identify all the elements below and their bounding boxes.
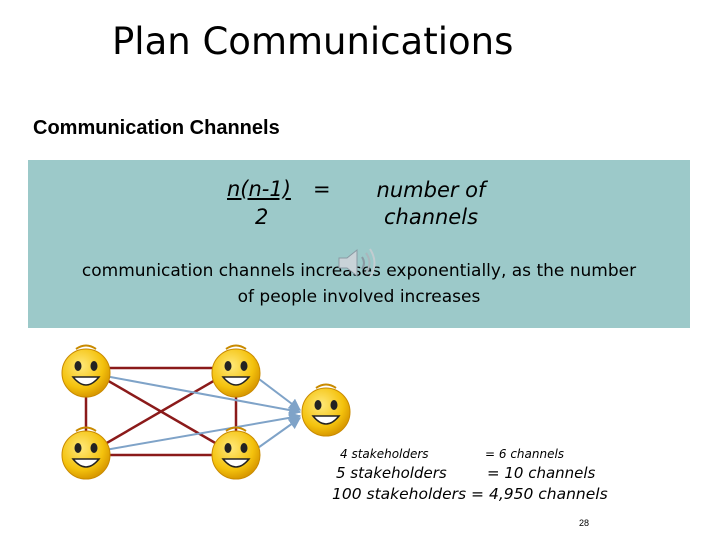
example-6-channels: = 6 channels (485, 447, 565, 461)
note-line1: communication channels increases exponen… (81, 261, 637, 281)
slide-title: Plan Communications (112, 20, 514, 63)
formula-numerator: n(n-1) (227, 177, 291, 201)
smiley-icon (301, 383, 351, 437)
example-100-stakeholders: 100 stakeholders = 4,950 channels (332, 485, 608, 503)
formula-result-line2: channels (383, 205, 479, 229)
formula-result: number of channels (361, 177, 501, 231)
smiley-icon (211, 344, 261, 398)
new-connection-lines (104, 375, 302, 451)
formula-equals: = (313, 177, 331, 201)
example-4-stakeholders: 4 stakeholders (340, 447, 429, 461)
page-number: 28 (579, 518, 590, 528)
note-line2: of people involved increases (237, 287, 481, 307)
example-10-channels: = 10 channels (487, 464, 596, 482)
smiley-icon (211, 426, 261, 480)
formula-result-line1: number of (376, 178, 486, 202)
explanation-note: communication channels increases exponen… (28, 258, 690, 310)
speaker-icon[interactable] (337, 245, 379, 281)
formula-denominator: 2 (255, 205, 269, 229)
smiley-icon (61, 426, 111, 480)
example-5-stakeholders: 5 stakeholders (336, 464, 447, 482)
smiley-icon (61, 344, 111, 398)
stakeholder-network-diagram (61, 344, 351, 480)
formula-box: n(n-1) = 2 number of channels communicat… (28, 160, 690, 328)
slide-subtitle: Communication Channels (33, 117, 280, 139)
